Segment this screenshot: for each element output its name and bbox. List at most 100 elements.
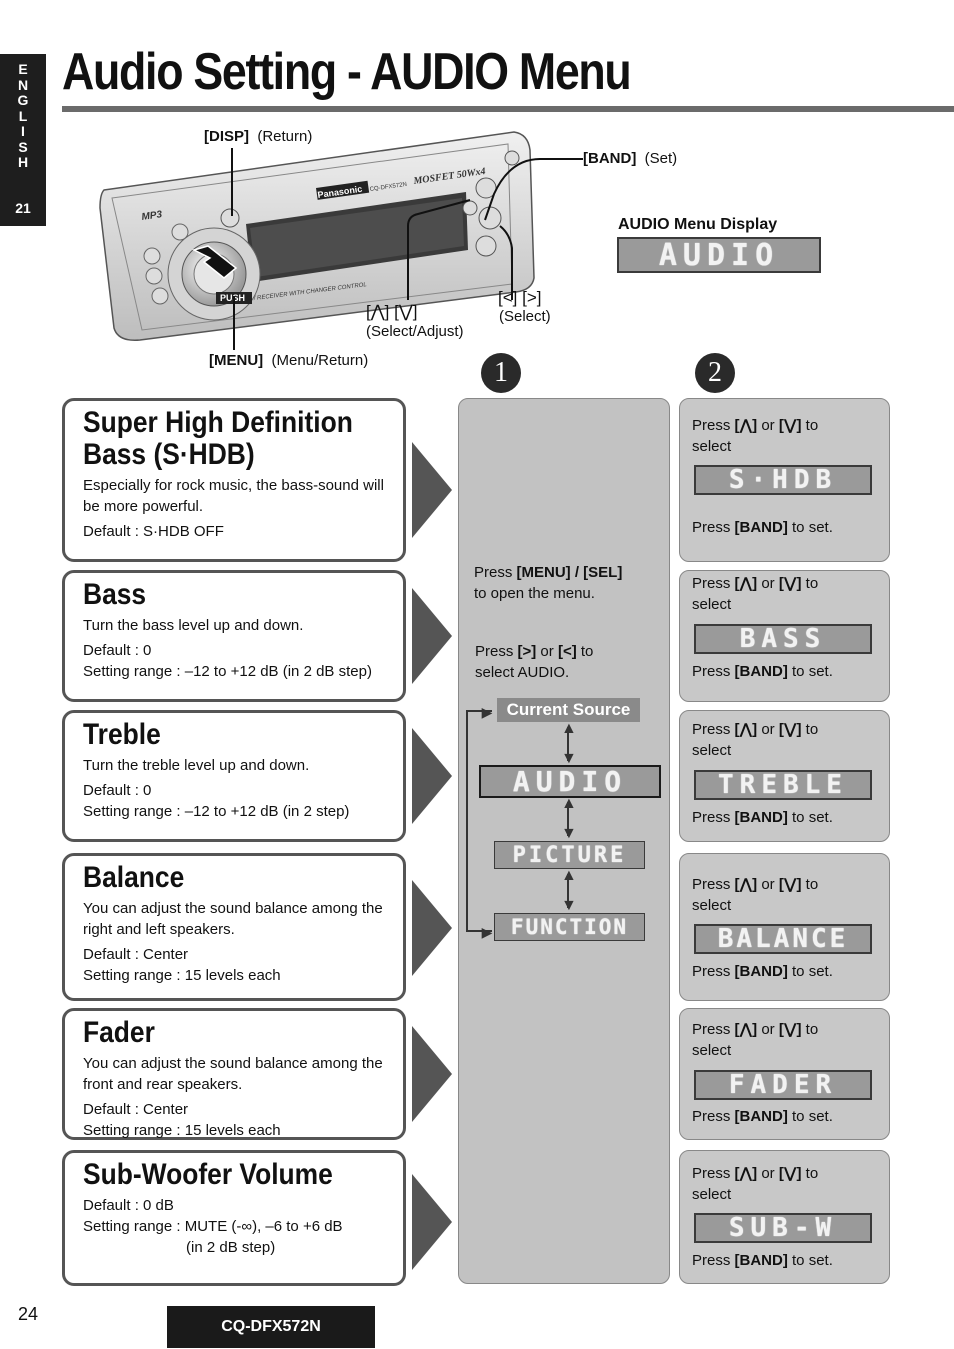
disp-key: [DISP] [204, 128, 249, 145]
disp-callout: [DISP] (Return) [204, 128, 312, 145]
feature-default: Default : Center [83, 1101, 189, 1118]
down-key: [⋁] [778, 721, 802, 738]
feature-title: Super High Definition [83, 406, 353, 439]
feature-title: Bass [83, 578, 147, 611]
loop-line [466, 710, 468, 932]
down-key: [⋁] [778, 1021, 802, 1038]
set-instruction: Press [BAND] to set. [692, 663, 833, 680]
band-key: [BAND] [734, 663, 788, 680]
feature-desc: Turn the bass level up and down. [83, 617, 304, 634]
feature-range: Setting range : MUTE (-∞), –6 to +6 dB [83, 1218, 343, 1235]
band-key: [BAND] [734, 1108, 788, 1125]
push-label: PUSH [220, 293, 245, 303]
disp-note: (Return) [257, 128, 313, 145]
up-key: [⋀] [734, 721, 758, 738]
down-arrow-icon: ▼ [561, 750, 577, 767]
arrow-right-icon: ▶ [481, 704, 493, 720]
open-menu-instruction: Press [MENU] / [SEL] to open the menu. [474, 564, 623, 602]
up-key: [⋀] [734, 1165, 758, 1182]
down-arrow-icon: ▼ [561, 825, 577, 842]
set-instruction: Press [BAND] to set. [692, 519, 833, 536]
feature-range: Setting range : –12 to +12 dB (in 2 step… [83, 803, 350, 820]
step2-lcd-shdb: S·HDB [694, 465, 872, 495]
down-key: [⋁] [778, 417, 802, 434]
feature-default: Default : 0 dB [83, 1197, 174, 1214]
band-key: [BAND] [734, 519, 788, 536]
band-key: [BAND] [734, 1252, 788, 1269]
down-key: [⋁] [778, 876, 802, 893]
up-arrow-icon: ▲ [561, 720, 577, 737]
select-leaders [407, 199, 513, 300]
feature-title: Sub-Woofer Volume [83, 1158, 333, 1191]
lang-letter: G [17, 92, 29, 108]
feature-bass: Bass Turn the bass level up and down. De… [62, 570, 406, 702]
down-key: [⋁] [778, 1165, 802, 1182]
feature-title: Fader [83, 1016, 155, 1049]
current-source-label: Current Source [497, 698, 640, 722]
feature-title-line2: Bass (S·HDB) [83, 438, 255, 471]
feature-desc: Turn the treble level up and down. [83, 757, 310, 774]
feature-range: Setting range : 15 levels each [83, 967, 281, 984]
feature-treble: Treble Turn the treble level up and down… [62, 710, 406, 842]
up-key: [⋀] [734, 1021, 758, 1038]
arrow-right-icon [412, 588, 452, 684]
feature-balance: Balance You can adjust the sound balance… [62, 853, 406, 1001]
feature-range-cont: (in 2 dB step) [186, 1239, 276, 1256]
band-key: [BAND] [583, 150, 637, 167]
updown-arrow [567, 874, 569, 908]
updown-arrow [567, 802, 569, 836]
down-key: [⋁] [778, 575, 802, 592]
disp-leader [231, 148, 233, 216]
feature-title: Balance [83, 861, 185, 894]
feature-desc: You can adjust the sound balance among t… [83, 900, 383, 938]
arrow-right-icon [412, 880, 452, 976]
loop-line-top [466, 710, 492, 712]
arrow-right-icon [412, 1026, 452, 1122]
set-instruction: Press [BAND] to set. [692, 1108, 833, 1125]
page-title: Audio Setting - AUDIO Menu [62, 43, 632, 101]
feature-desc: Especially for rock music, the bass-soun… [83, 477, 384, 515]
lang-letter: S [18, 138, 28, 155]
lang-letter: E [18, 61, 28, 77]
feature-default: Default : Center [83, 946, 189, 963]
set-instruction: Press [BAND] to set. [692, 809, 833, 826]
step2-lcd-fader: FADER [694, 1070, 872, 1100]
section-number: 21 [15, 200, 31, 216]
loop-line-bottom [466, 930, 492, 932]
menu-leader [233, 296, 235, 350]
lang-letter: N [17, 76, 29, 93]
band-key: [BAND] [734, 963, 788, 980]
feature-default: Default : 0 [83, 642, 152, 659]
feature-shdb: Super High Definition Bass (S·HDB) Espec… [62, 398, 406, 562]
audio-menu-lcd: AUDIO [617, 237, 821, 273]
band-callout: [BAND] (Set) [583, 150, 677, 167]
band-note: (Set) [644, 150, 678, 167]
down-arrow-icon: ▼ [561, 897, 577, 914]
updown-note: (Select/Adjust) [366, 323, 464, 340]
page-number: 24 [18, 1304, 39, 1324]
menu-lcd-picture: PICTURE [494, 841, 645, 869]
up-arrow-icon: ▲ [561, 795, 577, 812]
step-1-badge: 1 [481, 353, 521, 393]
updown-key: [⋀] [⋁] [366, 302, 418, 321]
menu-note: (Menu/Return) [271, 352, 369, 369]
arrow-right-icon [412, 442, 452, 538]
up-key: [⋀] [734, 417, 758, 434]
step-2-badge: 2 [695, 353, 735, 393]
device-model: CQ-DFX572N [369, 182, 407, 193]
menu-key: [MENU] [209, 352, 264, 369]
feature-desc: You can adjust the sound balance among t… [83, 1055, 383, 1093]
feature-title: Treble [83, 718, 161, 751]
feature-range: Setting range : 15 levels each [83, 1122, 281, 1139]
updown-arrow [567, 727, 569, 761]
right-key: [>] [517, 643, 537, 660]
arrow-right-icon [412, 1174, 452, 1270]
